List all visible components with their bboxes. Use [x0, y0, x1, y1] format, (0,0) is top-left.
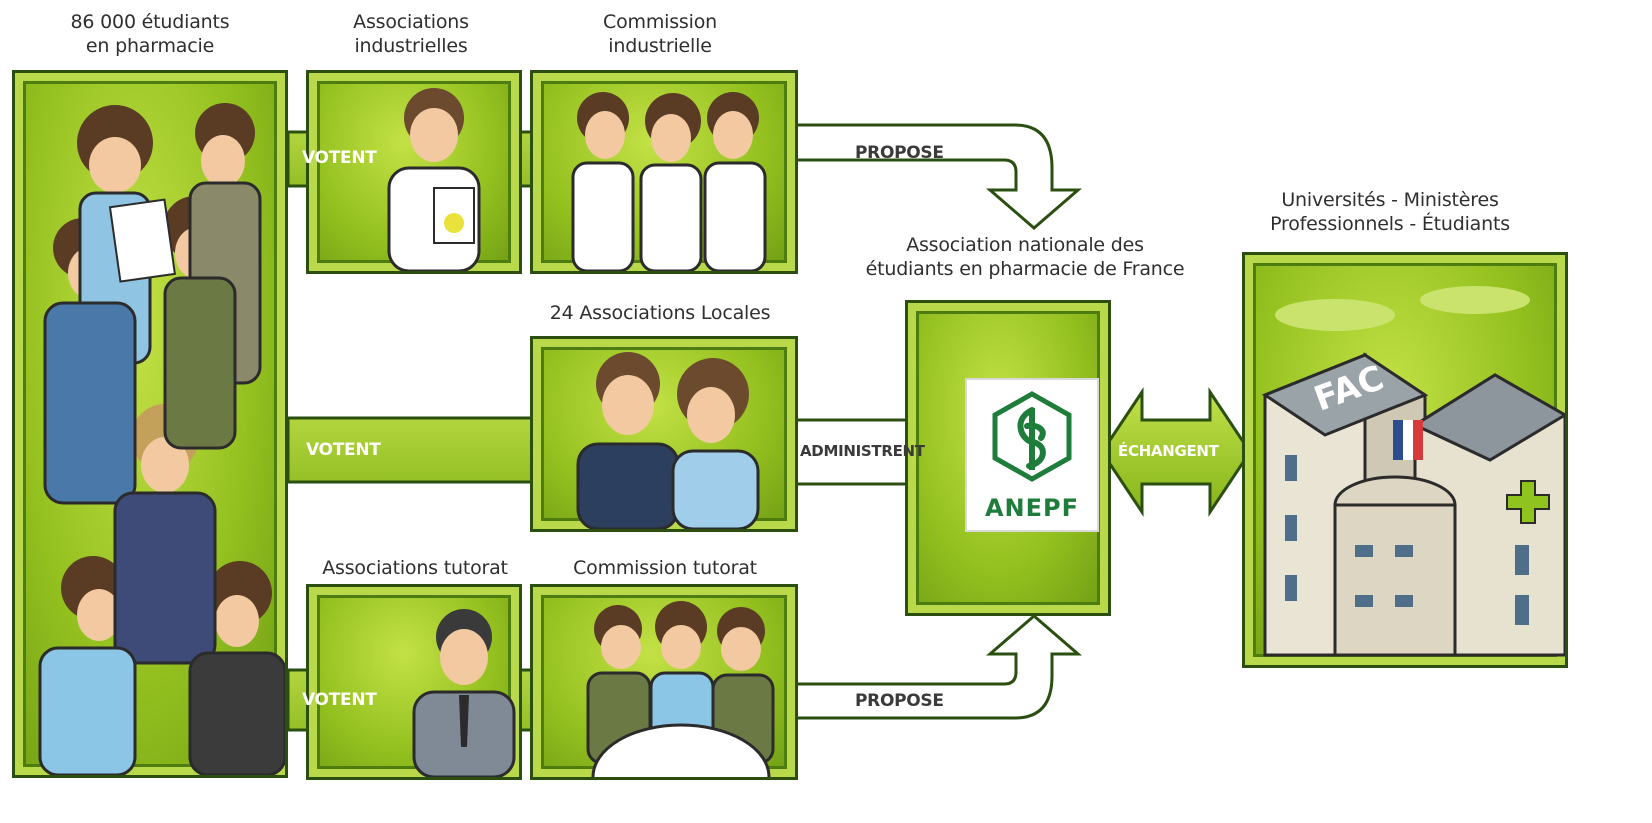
administrent-label: ADMINISTRENT [800, 442, 925, 460]
echangent-label: ÉCHANGENT [1118, 442, 1219, 460]
students-panel [12, 70, 288, 778]
votent-bottom-label: VOTENT [302, 690, 377, 710]
coat-trio-icon [571, 92, 767, 271]
propose-bottom-label: PROPOSE [855, 691, 944, 711]
anepf-logo-icon: ANEPF [965, 378, 1099, 532]
university-building-icon: FAC [1261, 286, 1565, 657]
propose-top-label: PROPOSE [855, 143, 944, 163]
industrial-commission-panel [530, 70, 798, 274]
votent-middle-label: VOTENT [306, 440, 381, 460]
local-associations-label: 24 Associations Locales [549, 302, 771, 324]
pharmacist-scientist-icon [387, 88, 481, 271]
man-suit-icon [412, 609, 516, 777]
people-group-icon [38, 103, 285, 775]
industrial-associations-panel [306, 70, 522, 274]
votent-top-label: VOTENT [302, 148, 377, 168]
local-associations-panel [530, 336, 798, 532]
tutorat-commission-label: Commission tutorat [573, 557, 757, 579]
couple-icon [576, 352, 760, 529]
partners-panel: FAC [1242, 252, 1568, 668]
tutorat-commission-panel [530, 584, 798, 780]
meeting-trio-icon [586, 601, 775, 777]
propose-bottom-arrow [794, 614, 1083, 720]
tutorat-associations-panel [306, 584, 522, 780]
propose-top-arrow [794, 123, 1083, 230]
anepf-logo-text: ANEPF [984, 494, 1080, 522]
tutorat-associations-label: Associations tutorat [322, 557, 508, 579]
